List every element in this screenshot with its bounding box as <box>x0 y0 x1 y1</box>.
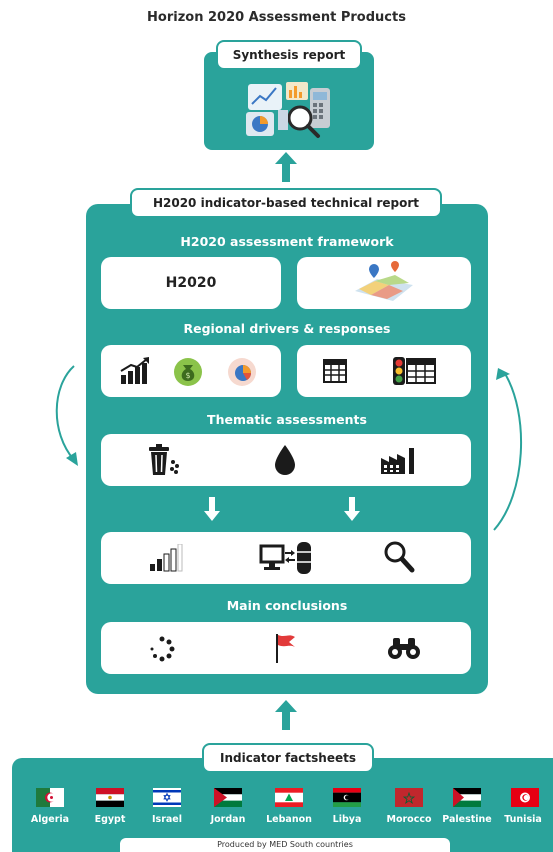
flag-algeria-icon <box>36 788 64 811</box>
country-label-lebanon: Lebanon <box>266 814 312 825</box>
arrow-up-icon <box>275 700 297 734</box>
arrow-down-icon <box>344 497 360 525</box>
flag-egypt-icon <box>96 788 124 811</box>
traffic-light-table-icon <box>393 357 437 389</box>
cycle-arrow-left-icon <box>46 362 86 476</box>
synthesis-report-icon <box>244 80 334 144</box>
waste-bin-icon <box>147 444 181 480</box>
produced-by-note: Produced by MED South countries <box>120 838 450 852</box>
svg-text:$: $ <box>185 371 190 380</box>
factory-icon <box>381 446 417 478</box>
country-label-egypt: Egypt <box>94 814 126 825</box>
map-icon <box>351 261 417 309</box>
synthesis-report-label: Synthesis report <box>216 40 362 70</box>
technical-report-label: H2020 indicator-based technical report <box>130 188 442 218</box>
flag-jordan-icon <box>214 788 242 811</box>
flag-lebanon-icon <box>275 788 303 811</box>
factsheets-label: Indicator factsheets <box>202 743 374 773</box>
page-title: Horizon 2020 Assessment Products <box>147 10 406 25</box>
loading-dots-icon <box>149 636 175 666</box>
regional-drivers-card: $ <box>101 345 281 397</box>
thematic-card <box>101 434 471 486</box>
regional-heading: Regional drivers & responses <box>183 321 391 336</box>
country-label-palestine: Palestine <box>442 814 492 825</box>
country-label-jordan: Jordan <box>210 814 246 825</box>
binoculars-icon <box>387 636 421 664</box>
analysis-card <box>101 532 471 584</box>
cycle-arrow-right-icon <box>490 364 530 538</box>
country-label-libya: Libya <box>332 814 362 825</box>
red-flag-icon <box>273 632 299 668</box>
country-label-morocco: Morocco <box>386 814 432 825</box>
money-bag-icon: $ <box>173 357 203 391</box>
pie-chart-icon <box>227 357 257 391</box>
thematic-heading: Thematic assessments <box>207 412 367 427</box>
flag-morocco-icon <box>395 788 423 811</box>
framework-map-card <box>297 257 471 309</box>
h2020-badge: H2020 <box>165 275 217 291</box>
signal-bars-icon <box>149 543 183 576</box>
framework-heading: H2020 assessment framework <box>180 234 394 249</box>
conclusions-heading: Main conclusions <box>226 598 348 613</box>
flag-israel-icon <box>153 788 181 811</box>
country-label-tunisia: Tunisia <box>504 814 542 825</box>
water-drop-icon <box>273 444 297 480</box>
flag-libya-icon <box>333 788 361 811</box>
arrow-up-icon <box>275 152 297 186</box>
flag-palestine-icon <box>453 788 481 811</box>
magnifier-icon <box>383 540 415 578</box>
country-label-israel: Israel <box>152 814 182 825</box>
arrow-down-icon <box>204 497 220 525</box>
conclusions-card <box>101 622 471 674</box>
growth-chart-icon <box>119 357 151 389</box>
flag-tunisia-icon <box>511 788 539 811</box>
country-label-algeria: Algeria <box>30 814 70 825</box>
regional-responses-card <box>297 345 471 397</box>
framework-badge-card: H2020 <box>101 257 281 309</box>
computer-database-icon <box>259 540 313 580</box>
table-icon <box>323 359 347 387</box>
